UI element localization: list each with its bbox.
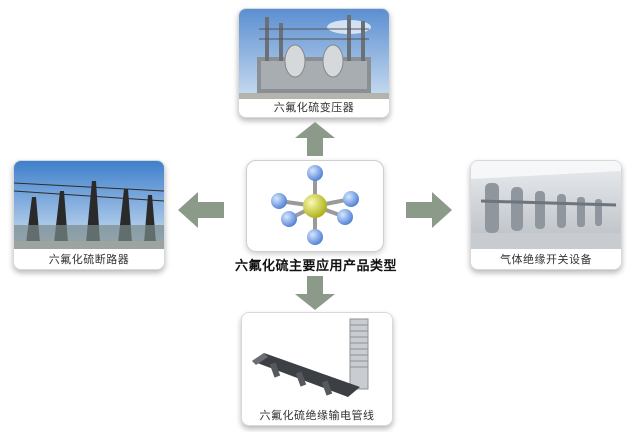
product-card-circuit-breaker: 六氟化硫断路器 xyxy=(13,160,165,270)
transformer-photo xyxy=(239,9,389,99)
product-caption: 气体绝缘开关设备 xyxy=(500,253,592,266)
arrow-down-icon xyxy=(295,276,335,310)
product-caption: 六氟化硫绝缘输电管线 xyxy=(259,409,375,422)
arrow-right-icon xyxy=(406,192,452,228)
arrow-up-icon xyxy=(295,122,335,156)
gis-switchgear-photo xyxy=(471,161,621,249)
arrow-left-icon xyxy=(178,192,224,228)
product-card-gis: 气体绝缘开关设备 xyxy=(470,160,622,270)
product-caption: 六氟化硫变压器 xyxy=(273,101,355,114)
center-label: 六氟化硫主要应用产品类型 xyxy=(234,259,397,274)
product-card-gil: 六氟化硫绝缘输电管线 xyxy=(241,312,393,426)
circuit-breaker-photo xyxy=(14,161,164,249)
center-molecule-card xyxy=(246,160,384,252)
gil-pipeline-photo xyxy=(242,313,392,405)
product-caption: 六氟化硫断路器 xyxy=(48,253,130,266)
product-card-transformer: 六氟化硫变压器 xyxy=(238,8,390,118)
sf6-molecule-icon xyxy=(271,165,359,245)
